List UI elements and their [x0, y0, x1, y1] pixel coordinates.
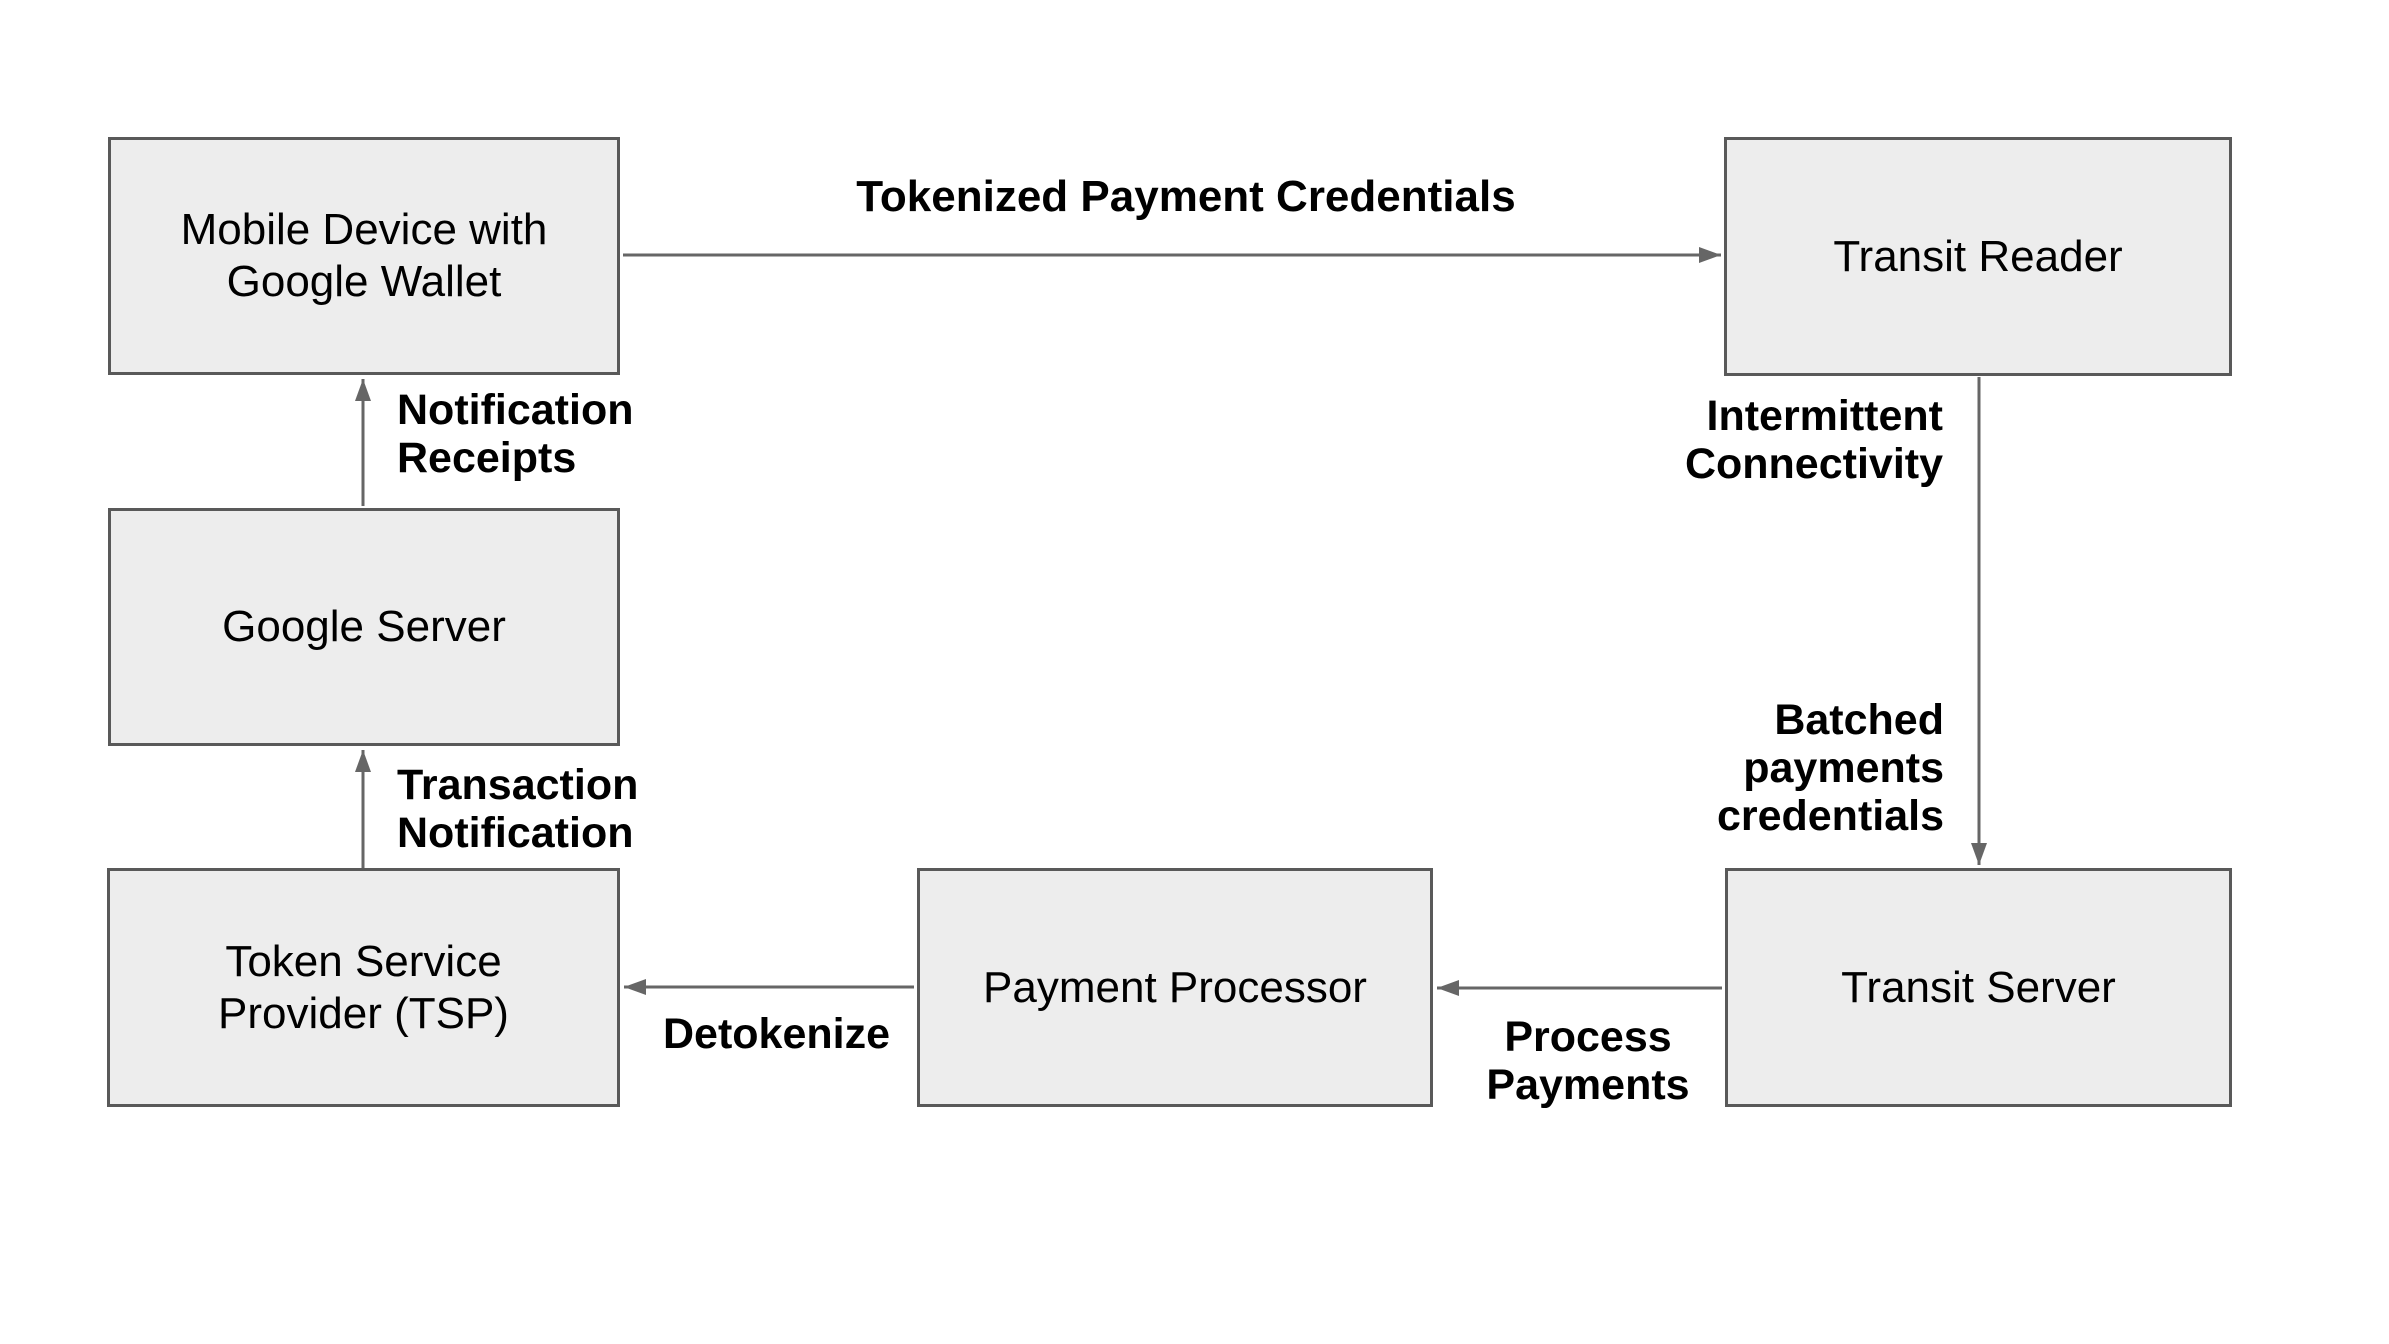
- edge-label-transaction-notification: Transaction Notification: [397, 761, 639, 857]
- node-google-server: Google Server: [108, 508, 620, 746]
- edge-label-process-payments: Process Payments: [1486, 1013, 1690, 1109]
- node-label: Payment Processor: [983, 962, 1367, 1012]
- node-mobile-device-with-google-wallet: Mobile Device with Google Wallet: [108, 137, 620, 375]
- node-transit-server: Transit Server: [1725, 868, 2232, 1107]
- node-label: Transit Server: [1841, 962, 2116, 1012]
- edge-label-notification-receipts: Notification Receipts: [397, 386, 634, 482]
- edge-label-batched-payments-credentials: Batched payments credentials: [1716, 696, 1944, 840]
- node-payment-processor: Payment Processor: [917, 868, 1433, 1107]
- node-label: Google Server: [222, 602, 506, 652]
- node-label: Mobile Device with Google Wallet: [180, 205, 548, 306]
- edge-label-detokenize: Detokenize: [663, 1010, 891, 1058]
- node-transit-reader: Transit Reader: [1724, 137, 2232, 376]
- edge-label-tokenized-payment-credentials: Tokenized Payment Credentials: [856, 172, 1516, 221]
- node-label: Token Service Provider (TSP): [218, 936, 509, 1038]
- node-token-service-provider: Token Service Provider (TSP): [107, 868, 620, 1107]
- node-label: Transit Reader: [1833, 231, 2123, 281]
- edge-label-intermittent-connectivity: Intermittent Connectivity: [1684, 392, 1943, 488]
